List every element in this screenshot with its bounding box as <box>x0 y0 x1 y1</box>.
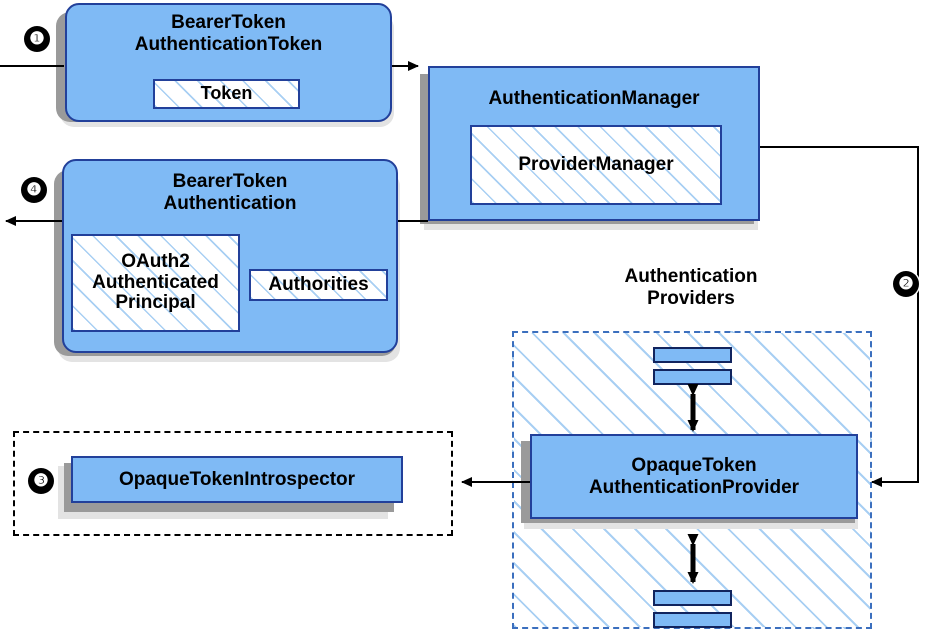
provider-stack-bar-bottom-2 <box>653 612 732 628</box>
authentication-providers-title-line1: Authentication <box>624 266 758 287</box>
bearer-token-authentication-token-line2: AuthenticationToken <box>134 33 323 55</box>
authentication-manager-title: AuthenticationManager <box>488 88 700 109</box>
opaque-token-authentication-provider-line1: OpaqueToken <box>631 454 757 476</box>
provider-stack-bar-bottom-1 <box>653 590 732 606</box>
authorities-box[interactable]: Authorities <box>249 269 388 301</box>
provider-manager-label: ProviderManager <box>518 153 674 175</box>
token-inner-box[interactable]: Token <box>153 79 300 109</box>
step-badge-2: ❷ <box>893 271 919 297</box>
oauth2-principal-line3: Principal <box>115 292 196 314</box>
opaque-token-introspector-region <box>13 431 453 536</box>
provider-stack-bar-top-2 <box>653 369 732 385</box>
bearer-token-authentication-line1: BearerToken <box>172 171 288 192</box>
step-badge-1: ❶ <box>24 26 50 52</box>
oauth2-principal-line1: OAuth2 <box>121 250 190 272</box>
authentication-providers-title-line2: Providers <box>647 287 735 309</box>
opaque-token-authentication-provider-node[interactable]: OpaqueToken AuthenticationProvider <box>530 434 858 519</box>
step-badge-3: ❸ <box>28 468 54 494</box>
token-inner-label: Token <box>200 83 253 104</box>
bearer-token-authentication-token-line1: BearerToken <box>171 12 286 33</box>
bearer-token-authentication-line2: Authentication <box>163 192 297 214</box>
bearer-token-authentication-token-node[interactable]: BearerToken AuthenticationToken <box>65 3 392 122</box>
oauth2-principal-line2: Authenticated <box>92 271 219 293</box>
authentication-providers-title: Authentication Providers <box>556 266 826 309</box>
opaque-token-introspector-label: OpaqueTokenIntrospector <box>118 468 356 490</box>
oauth2-authenticated-principal-box[interactable]: OAuth2 Authenticated Principal <box>71 234 240 332</box>
opaque-token-authentication-provider-line2: AuthenticationProvider <box>588 476 800 498</box>
provider-stack-bar-top-1 <box>653 347 732 363</box>
provider-manager-inner-box[interactable]: ProviderManager <box>470 125 722 205</box>
step-badge-4: ❹ <box>21 177 47 203</box>
authorities-label: Authorities <box>268 273 369 295</box>
opaque-token-introspector-node[interactable]: OpaqueTokenIntrospector <box>71 456 403 503</box>
